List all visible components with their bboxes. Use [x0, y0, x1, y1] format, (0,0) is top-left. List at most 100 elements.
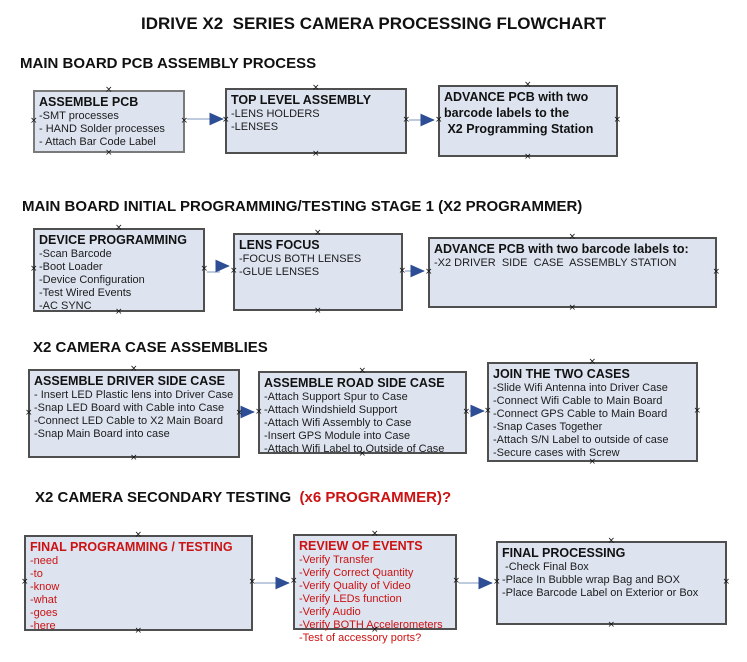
box-line: -Attach Support Spur to Case [264, 391, 408, 403]
connection-point-icon: × [25, 407, 33, 418]
flow-box-advance-pcb-programming-station: ×××× ADVANCE PCB with two barcode labels… [435, 81, 621, 162]
section-heading-initial-programming: MAIN BOARD INITIAL PROGRAMMING/TESTING S… [22, 198, 583, 215]
connection-point-icon: × [358, 366, 367, 376]
box-title: ADVANCE PCB with two barcode labels to t… [444, 90, 594, 136]
box-line: -Check Final Box [502, 561, 589, 573]
connection-point-icon: × [493, 577, 501, 587]
box-line: -Snap LED Board with Cable into Case [34, 402, 225, 414]
connection-point-icon: × [402, 115, 410, 125]
connection-point-icon: × [371, 625, 379, 635]
box-title: REVIEW OF EVENTS [299, 539, 423, 553]
box-line: -Snap Cases Together [493, 421, 603, 433]
box-line: -Attach Wifi Assembly to Case [264, 417, 412, 429]
connection-point-icon: × [134, 626, 143, 636]
connection-point-icon: × [613, 115, 621, 125]
connection-point-icon: × [607, 620, 616, 630]
connection-point-icon: × [230, 266, 238, 276]
connection-point-icon: × [235, 407, 243, 418]
page-title: IDRIVE X2 SERIES CAMERA PROCESSING FLOWC… [140, 14, 607, 33]
connection-point-icon: × [568, 232, 577, 242]
connection-point-icon: × [222, 115, 230, 125]
box-line: -goes [30, 607, 58, 619]
connection-point-icon: × [462, 406, 470, 417]
box-line: -Attach S/N Label to outside of case [493, 434, 669, 446]
section-heading-black-part: X2 CAMERA SECONDARY TESTING [35, 489, 296, 506]
box-line: -Attach Windshield Support [264, 404, 398, 416]
connection-point-icon: × [712, 266, 720, 277]
section-heading-secondary-testing: X2 CAMERA SECONDARY TESTING (x6 PROGRAMM… [35, 489, 451, 506]
flow-box-final-programming-testing: ×××× FINAL PROGRAMMING / TESTING -need -… [21, 531, 256, 636]
box-line: -Attach Wifi Label to Outside of Case [264, 443, 445, 455]
connection-point-icon: × [248, 577, 256, 587]
box-line: -FOCUS BOTH LENSES [239, 253, 362, 265]
connection-point-icon: × [588, 357, 597, 367]
connection-point-icon: × [130, 453, 138, 463]
box-line: -Connect Wifi Cable to Main Board [493, 395, 663, 407]
flow-box-assemble-pcb: ×××× ASSEMBLE PCB -SMT processes - HAND … [30, 86, 188, 158]
connection-point-icon: × [722, 577, 730, 587]
section-heading-pcb-assembly: MAIN BOARD PCB ASSEMBLY PROCESS [20, 55, 317, 72]
flow-box-lens-focus: ×××× LENS FOCUS -FOCUS BOTH LENSES -GLUE… [230, 229, 406, 316]
box-title: FINAL PROCESSING [502, 546, 626, 560]
box-line: -what [30, 594, 57, 606]
box-title: TOP LEVEL ASSEMBLY [231, 93, 372, 107]
box-line: -Verify Quality of Video [299, 580, 411, 592]
connection-point-icon: × [524, 152, 532, 162]
box-line: -Device Configuration [39, 274, 145, 286]
connector-arrow [207, 259, 230, 273]
connection-point-icon: × [30, 264, 38, 274]
box-line: -Verify Audio [299, 606, 361, 618]
connection-point-icon: × [115, 223, 123, 233]
box-title: ASSEMBLE ROAD SIDE CASE [264, 376, 445, 390]
connection-point-icon: × [180, 115, 188, 126]
connection-point-icon: × [200, 264, 208, 274]
box-line: -Verify LEDs function [299, 593, 402, 605]
box-line: -GLUE LENSES [239, 266, 320, 278]
box-line: -to [30, 568, 43, 580]
connection-point-icon: × [452, 576, 460, 586]
box-title: FINAL PROGRAMMING / TESTING [30, 540, 233, 554]
box-line: -Place In Bubble wrap Bag and BOX [502, 574, 680, 586]
box-line: -Place Barcode Label on Exterior or Box [502, 587, 699, 599]
connection-point-icon: × [588, 457, 597, 467]
box-line: -AC SYNC [39, 300, 92, 312]
connection-point-icon: × [693, 406, 701, 416]
connection-point-icon: × [312, 83, 320, 93]
box-line: -Verify Correct Quantity [299, 567, 414, 579]
box-line: -Connect LED Cable to X2 Main Board [34, 415, 223, 427]
box-line: -Scan Barcode [39, 248, 112, 260]
connection-point-icon: × [398, 266, 406, 276]
box-line: -Test of accessory ports? [299, 632, 422, 644]
connection-point-icon: × [255, 406, 263, 417]
box-title: JOIN THE TWO CASES [493, 367, 630, 381]
box-line: -Insert GPS Module into Case [264, 430, 411, 442]
box-line: -Slide Wifi Antenna into Driver Case [493, 382, 668, 394]
flow-box-assemble-driver-side-case: ×××× ASSEMBLE DRIVER SIDE CASE - Insert … [25, 365, 243, 463]
box-title: LENS FOCUS [239, 238, 320, 252]
flow-box-final-processing: ×××× FINAL PROCESSING -Check Final Box -… [493, 537, 730, 630]
flow-box-advance-pcb-driver-side-station: × × × × ADVANCE PCB with two barcode labels… [425, 233, 720, 313]
flow-box-top-level-assembly: ×××× TOP LEVEL ASSEMBLY -LENS HOLDERS -L… [222, 84, 410, 159]
box-line: - Insert LED Plastic lens into Driver Ca… [34, 389, 234, 401]
connection-point-icon: × [568, 303, 577, 313]
box-line: -Test Wired Events [39, 287, 132, 299]
connection-point-icon: × [115, 307, 123, 317]
connection-point-icon: × [425, 266, 433, 277]
box-line: -need [30, 555, 59, 567]
connection-point-icon: × [134, 530, 143, 540]
connection-point-icon: × [524, 80, 532, 90]
box-title: ASSEMBLE PCB [39, 95, 139, 109]
box-line: -LENSES [231, 121, 279, 133]
connection-point-icon: × [314, 228, 322, 238]
box-line: -Boot Loader [39, 261, 103, 273]
connection-point-icon: × [30, 115, 38, 126]
connection-point-icon: × [105, 148, 113, 158]
box-title: ADVANCE PCB with two barcode labels to: [434, 242, 689, 256]
connection-point-icon: × [358, 449, 367, 459]
flow-box-join-the-two-cases: × × × × JOIN THE TWO CASES -Slide Wifi Ante… [484, 358, 701, 467]
section-heading-red-part: (x6 PROGRAMMER)? [295, 489, 452, 506]
box-line: -Verify Transfer [299, 554, 374, 566]
flow-box-review-of-events: ×××× REVIEW OF EVENTS -Verify Transfer -… [290, 530, 460, 645]
connection-point-icon: × [484, 406, 492, 416]
box-line: -know [30, 581, 60, 593]
